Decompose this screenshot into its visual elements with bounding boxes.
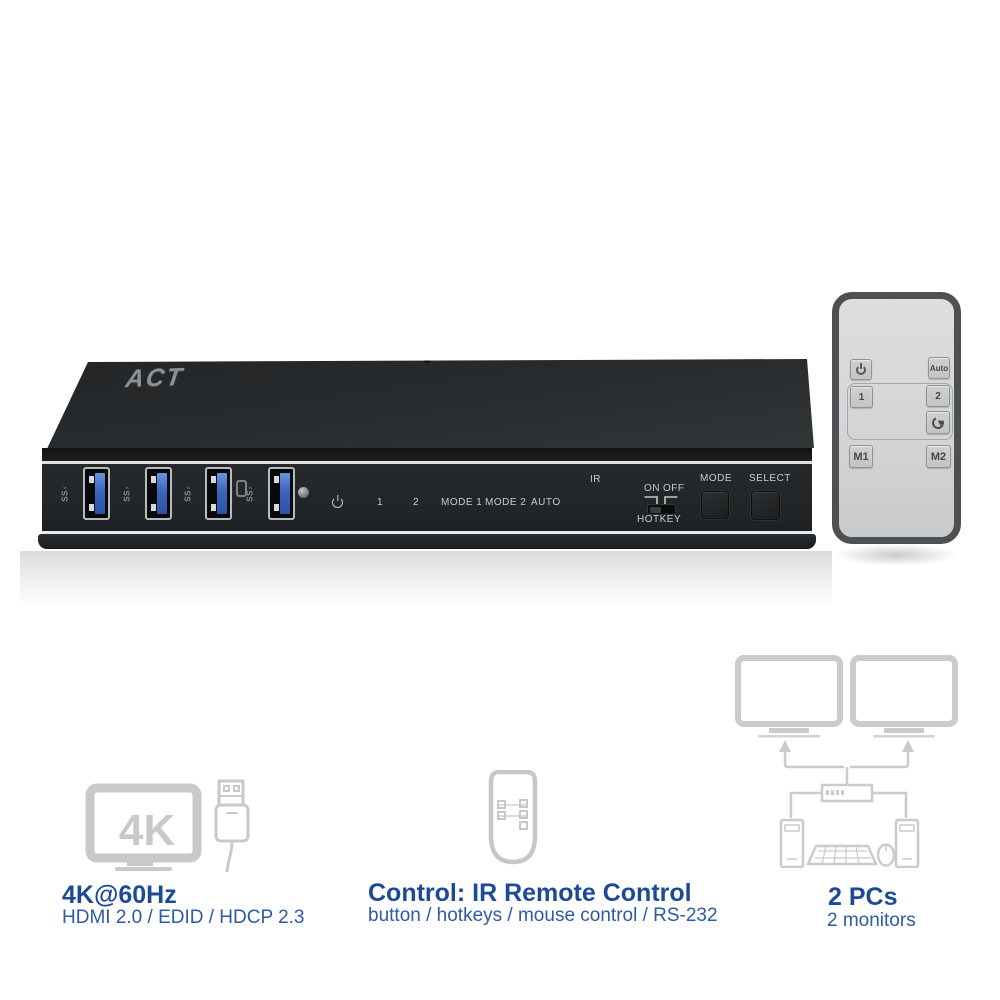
usb-cable-icon: [214, 779, 250, 873]
mode-button: [701, 491, 729, 519]
front-panel-trim-bottom: [42, 531, 812, 534]
device-base: [38, 534, 816, 549]
remote-auto-button: Auto: [928, 357, 950, 379]
select-button: [751, 491, 780, 520]
usb3-port-1: [83, 467, 110, 520]
feature-resolution-subtitle: HDMI 2.0 / EDID / HDCP 2.3: [62, 907, 305, 928]
front-panel-trim-top: [42, 461, 812, 464]
monitor-4k-icon: 4K: [85, 783, 202, 871]
pc-tower-icon: [779, 818, 805, 868]
feature-control-subtitle: button / hotkeys / mouse control / RS-23…: [368, 905, 718, 926]
two-pc-diagram: [735, 655, 958, 868]
device-shadow: [20, 551, 832, 629]
usb-connector-tab: [280, 473, 290, 514]
feature-pcs-title: 2 PCs: [828, 883, 898, 911]
monitor-icon: [850, 655, 958, 727]
usb3-ss-icon: SS: [184, 485, 193, 502]
remote-input1-button: 1: [850, 386, 873, 408]
select-button-label: SELECT: [749, 473, 791, 484]
usb-connector-tab: [95, 473, 105, 514]
mode2-indicator-label: MODE 2: [485, 497, 527, 508]
usb3-port-3: [205, 467, 232, 520]
input1-indicator-label: 1: [377, 497, 384, 508]
act-logo: ACT: [123, 363, 186, 393]
remote-input2-button: 2: [926, 385, 950, 407]
mode1-indicator-label: MODE 1: [441, 497, 483, 508]
remote-m1-button: M1: [849, 445, 873, 468]
monitor-4k-badge: 4K: [119, 806, 175, 855]
mouse-icon: [298, 487, 309, 498]
front-panel-lip: [42, 448, 812, 461]
ir-remote-control: Auto 1 2 M1 M2: [832, 292, 961, 544]
usb-connector-tab: [157, 473, 167, 514]
hotkey-label: HOTKEY: [637, 514, 682, 525]
remote-m2-button: M2: [926, 445, 951, 468]
switch-knob: [650, 506, 661, 513]
remote-shadow: [834, 544, 958, 566]
usb3-ss-icon: SS: [61, 485, 70, 502]
arrow-up-icon: [779, 740, 791, 752]
mode-button-label: MODE: [700, 473, 732, 484]
power-indicator-icon: [332, 497, 343, 508]
device-top-surface: ACT: [45, 359, 814, 453]
hotkey-slide-switch: [648, 505, 675, 514]
feature-pcs-subtitle: 2 monitors: [827, 910, 916, 931]
usb-connector-tab: [217, 473, 227, 514]
hotkey-off-label: OFF: [663, 483, 685, 494]
power-icon: [856, 364, 866, 375]
switch-position-bracket-icon: [644, 496, 678, 504]
auto-indicator-label: AUTO: [531, 497, 561, 508]
cycle-refresh-icon: [930, 414, 946, 431]
usb3-port-2: [145, 467, 172, 520]
usb3-ss-icon: SS: [246, 485, 255, 502]
remote-icon: [488, 770, 538, 865]
monitor-icon: [735, 655, 843, 727]
input2-indicator-label: 2: [413, 497, 420, 508]
keyboard-icon: [806, 844, 878, 866]
usb3-ss-icon: SS: [123, 485, 132, 502]
ir-receiver-label: IR: [590, 474, 601, 485]
top-notch: [424, 359, 431, 363]
remote-power-button: [850, 359, 872, 380]
kvm-switch-icon: [820, 783, 874, 803]
arrow-up-icon: [902, 740, 914, 752]
pc-tower-icon: [894, 818, 920, 868]
feature-control-title: Control: IR Remote Control: [368, 879, 692, 907]
remote-cycle-button: [926, 411, 950, 434]
remote-button-group: [847, 383, 953, 440]
hotkey-on-label: ON: [644, 483, 660, 494]
feature-resolution-title: 4K@60Hz: [62, 881, 177, 909]
usb3-port-4: [268, 467, 295, 520]
